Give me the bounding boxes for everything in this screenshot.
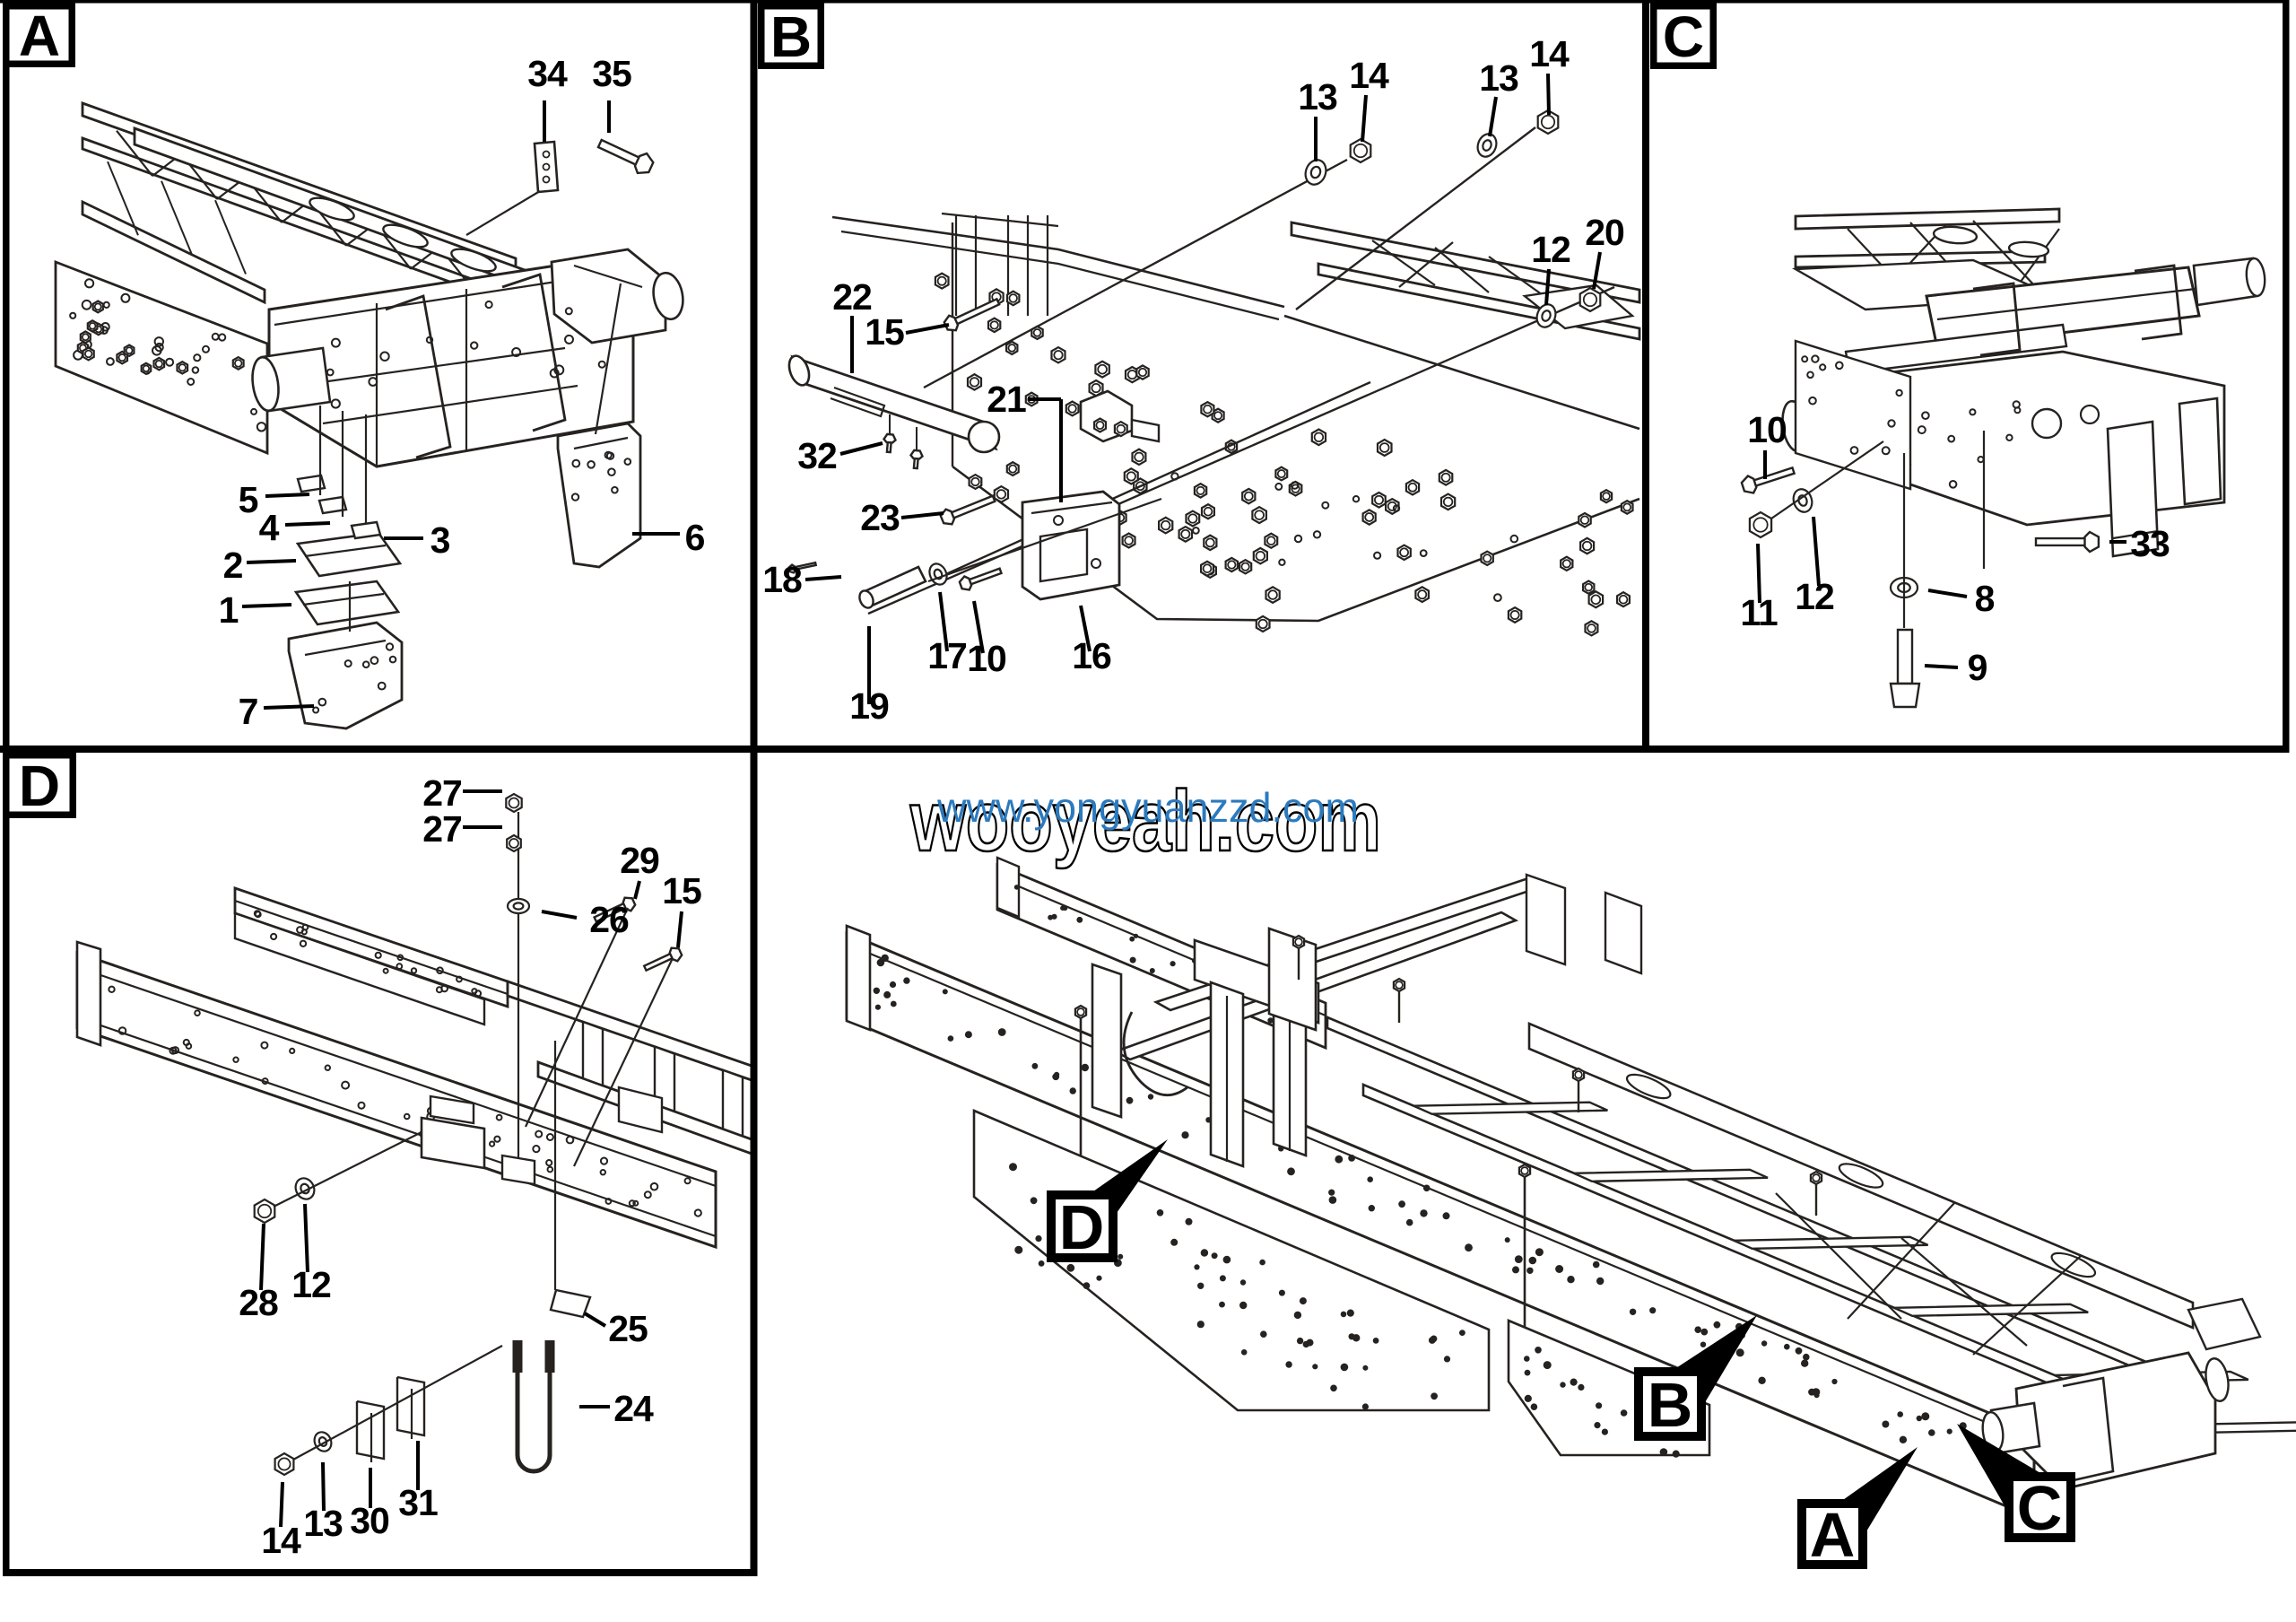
svg-text:28: 28 bbox=[239, 1282, 278, 1323]
svg-text:10: 10 bbox=[967, 638, 1006, 679]
svg-text:10: 10 bbox=[1747, 409, 1787, 450]
svg-text:C: C bbox=[2017, 1473, 2063, 1543]
svg-text:A: A bbox=[1810, 1500, 1856, 1570]
svg-text:1: 1 bbox=[219, 589, 239, 631]
svg-text:15: 15 bbox=[865, 311, 904, 353]
svg-text:27: 27 bbox=[422, 808, 462, 850]
svg-text:14: 14 bbox=[1529, 33, 1570, 74]
svg-text:4: 4 bbox=[259, 507, 280, 548]
svg-text:26: 26 bbox=[589, 899, 629, 940]
svg-text:12: 12 bbox=[291, 1264, 331, 1305]
svg-text:14: 14 bbox=[1349, 55, 1389, 96]
svg-text:16: 16 bbox=[1072, 635, 1111, 676]
svg-text:7: 7 bbox=[239, 691, 259, 732]
svg-text:2: 2 bbox=[223, 545, 244, 586]
svg-text:25: 25 bbox=[608, 1308, 648, 1349]
svg-text:A: A bbox=[19, 4, 60, 68]
svg-text:15: 15 bbox=[662, 870, 701, 911]
svg-text:www.yongyuanzzd.com: www.yongyuanzzd.com bbox=[936, 784, 1359, 831]
svg-text:21: 21 bbox=[987, 379, 1026, 420]
svg-text:D: D bbox=[19, 754, 60, 818]
svg-text:B: B bbox=[1648, 1370, 1693, 1440]
svg-text:18: 18 bbox=[762, 559, 802, 600]
svg-text:12: 12 bbox=[1531, 229, 1570, 270]
svg-text:C: C bbox=[1663, 4, 1704, 69]
svg-text:23: 23 bbox=[860, 497, 900, 538]
svg-text:B: B bbox=[770, 4, 812, 69]
svg-text:8: 8 bbox=[1975, 578, 1996, 619]
svg-text:20: 20 bbox=[1585, 212, 1624, 253]
svg-text:22: 22 bbox=[832, 276, 872, 318]
svg-text:32: 32 bbox=[797, 435, 837, 476]
svg-text:9: 9 bbox=[1968, 647, 1988, 688]
svg-text:29: 29 bbox=[620, 840, 659, 881]
svg-text:33: 33 bbox=[2130, 523, 2170, 564]
svg-text:5: 5 bbox=[239, 479, 259, 520]
svg-text:3: 3 bbox=[430, 519, 451, 561]
svg-text:wooyeah.com: wooyeah.com bbox=[909, 773, 1381, 869]
svg-text:27: 27 bbox=[422, 772, 462, 814]
svg-text:13: 13 bbox=[1298, 76, 1337, 118]
svg-text:13: 13 bbox=[1479, 57, 1518, 99]
svg-text:12: 12 bbox=[1795, 576, 1834, 617]
svg-text:34: 34 bbox=[527, 53, 568, 94]
svg-text:D: D bbox=[1059, 1192, 1105, 1262]
svg-text:35: 35 bbox=[592, 53, 631, 94]
svg-text:24: 24 bbox=[613, 1388, 654, 1429]
svg-text:6: 6 bbox=[685, 517, 706, 558]
